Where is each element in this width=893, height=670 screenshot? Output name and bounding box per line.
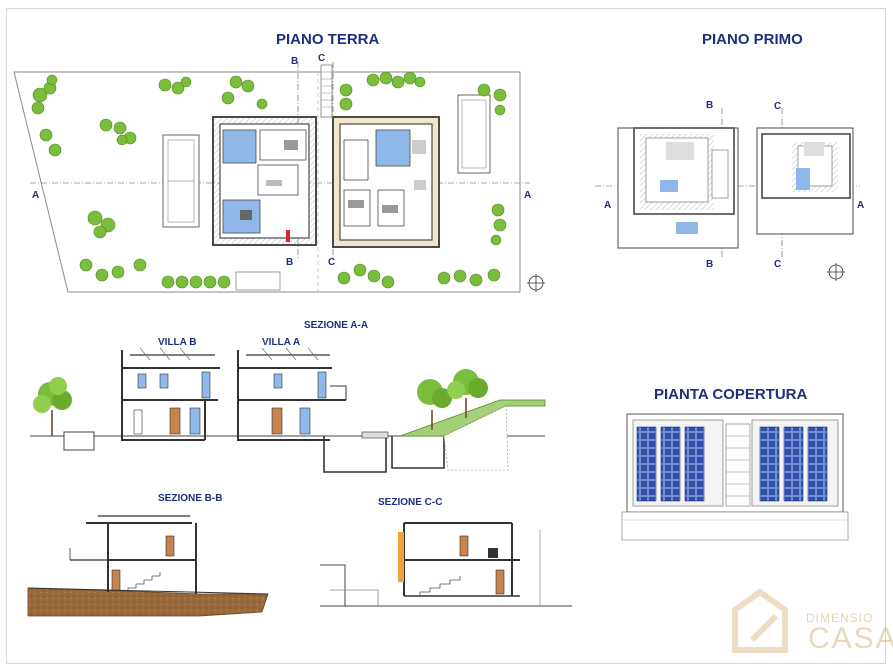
section-mark-a-left: A <box>32 190 40 201</box>
roof-plan-drawing <box>621 413 849 541</box>
section-mark-c-first-bottom: C <box>774 259 782 270</box>
section-cc-title: SEZIONE C-C <box>378 497 443 508</box>
watermark-line1: DIMENSIO <box>806 611 874 625</box>
watermark-line2: CASA <box>808 622 893 655</box>
section-mark-c-top: C <box>318 53 326 64</box>
section-mark-b-first-top: B <box>706 100 714 111</box>
section-mark-a-first-right: A <box>857 200 865 211</box>
sheet-frame <box>6 8 886 664</box>
section-mark-a-right: A <box>524 190 532 201</box>
ground-floor-plan <box>13 62 545 293</box>
section-cc-drawing <box>320 522 572 607</box>
section-mark-b-first-bottom: B <box>706 259 714 270</box>
villa-b-label: VILLA B <box>158 337 197 348</box>
watermark-logo <box>732 588 788 653</box>
first-floor-title: PIANO PRIMO <box>702 31 803 48</box>
section-mark-b-bottom: B <box>286 257 294 268</box>
section-aa-trees <box>33 369 488 436</box>
section-aa-title: SEZIONE A-A <box>304 320 369 331</box>
section-mark-c-first-top: C <box>774 101 782 112</box>
section-mark-b-top: B <box>291 56 299 67</box>
villa-a-label: VILLA A <box>262 337 301 348</box>
first-floor-plan <box>595 108 860 281</box>
section-mark-a-first-left: A <box>604 200 612 211</box>
ground-floor-title: PIANO TERRA <box>276 31 380 48</box>
roof-plan-title: PIANTA COPERTURA <box>654 386 808 403</box>
section-aa-drawing <box>30 347 546 473</box>
section-mark-c-bottom: C <box>328 257 336 268</box>
section-bb-drawing <box>27 515 269 617</box>
ground-floor-trees <box>31 71 507 289</box>
section-bb-title: SEZIONE B-B <box>158 493 223 504</box>
